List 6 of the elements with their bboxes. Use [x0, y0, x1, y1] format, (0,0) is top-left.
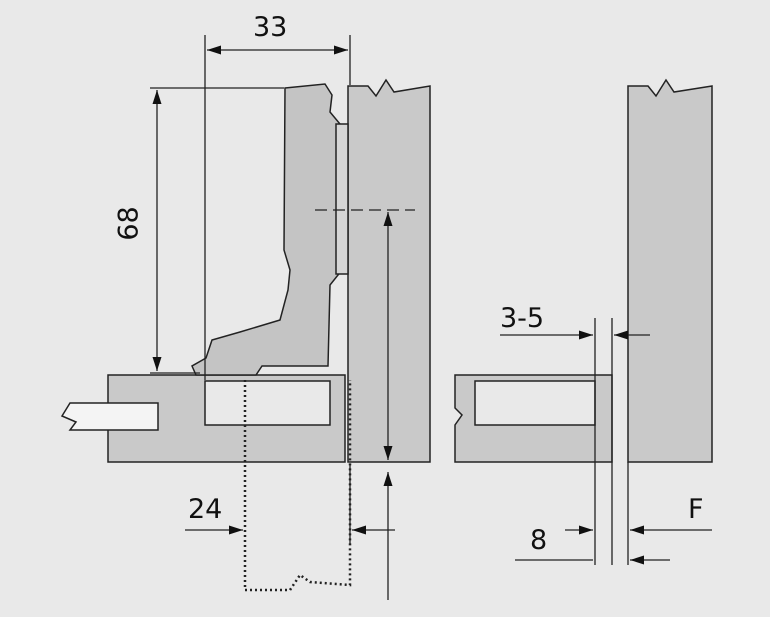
dimension-label: 33 — [253, 14, 288, 41]
dimension-label: 8 — [530, 527, 548, 554]
dimension-label: 24 — [188, 496, 222, 523]
dimension-label: F — [688, 496, 704, 523]
dimension-label: 3-5 — [500, 305, 544, 332]
dimension-label: 68 — [116, 206, 143, 241]
